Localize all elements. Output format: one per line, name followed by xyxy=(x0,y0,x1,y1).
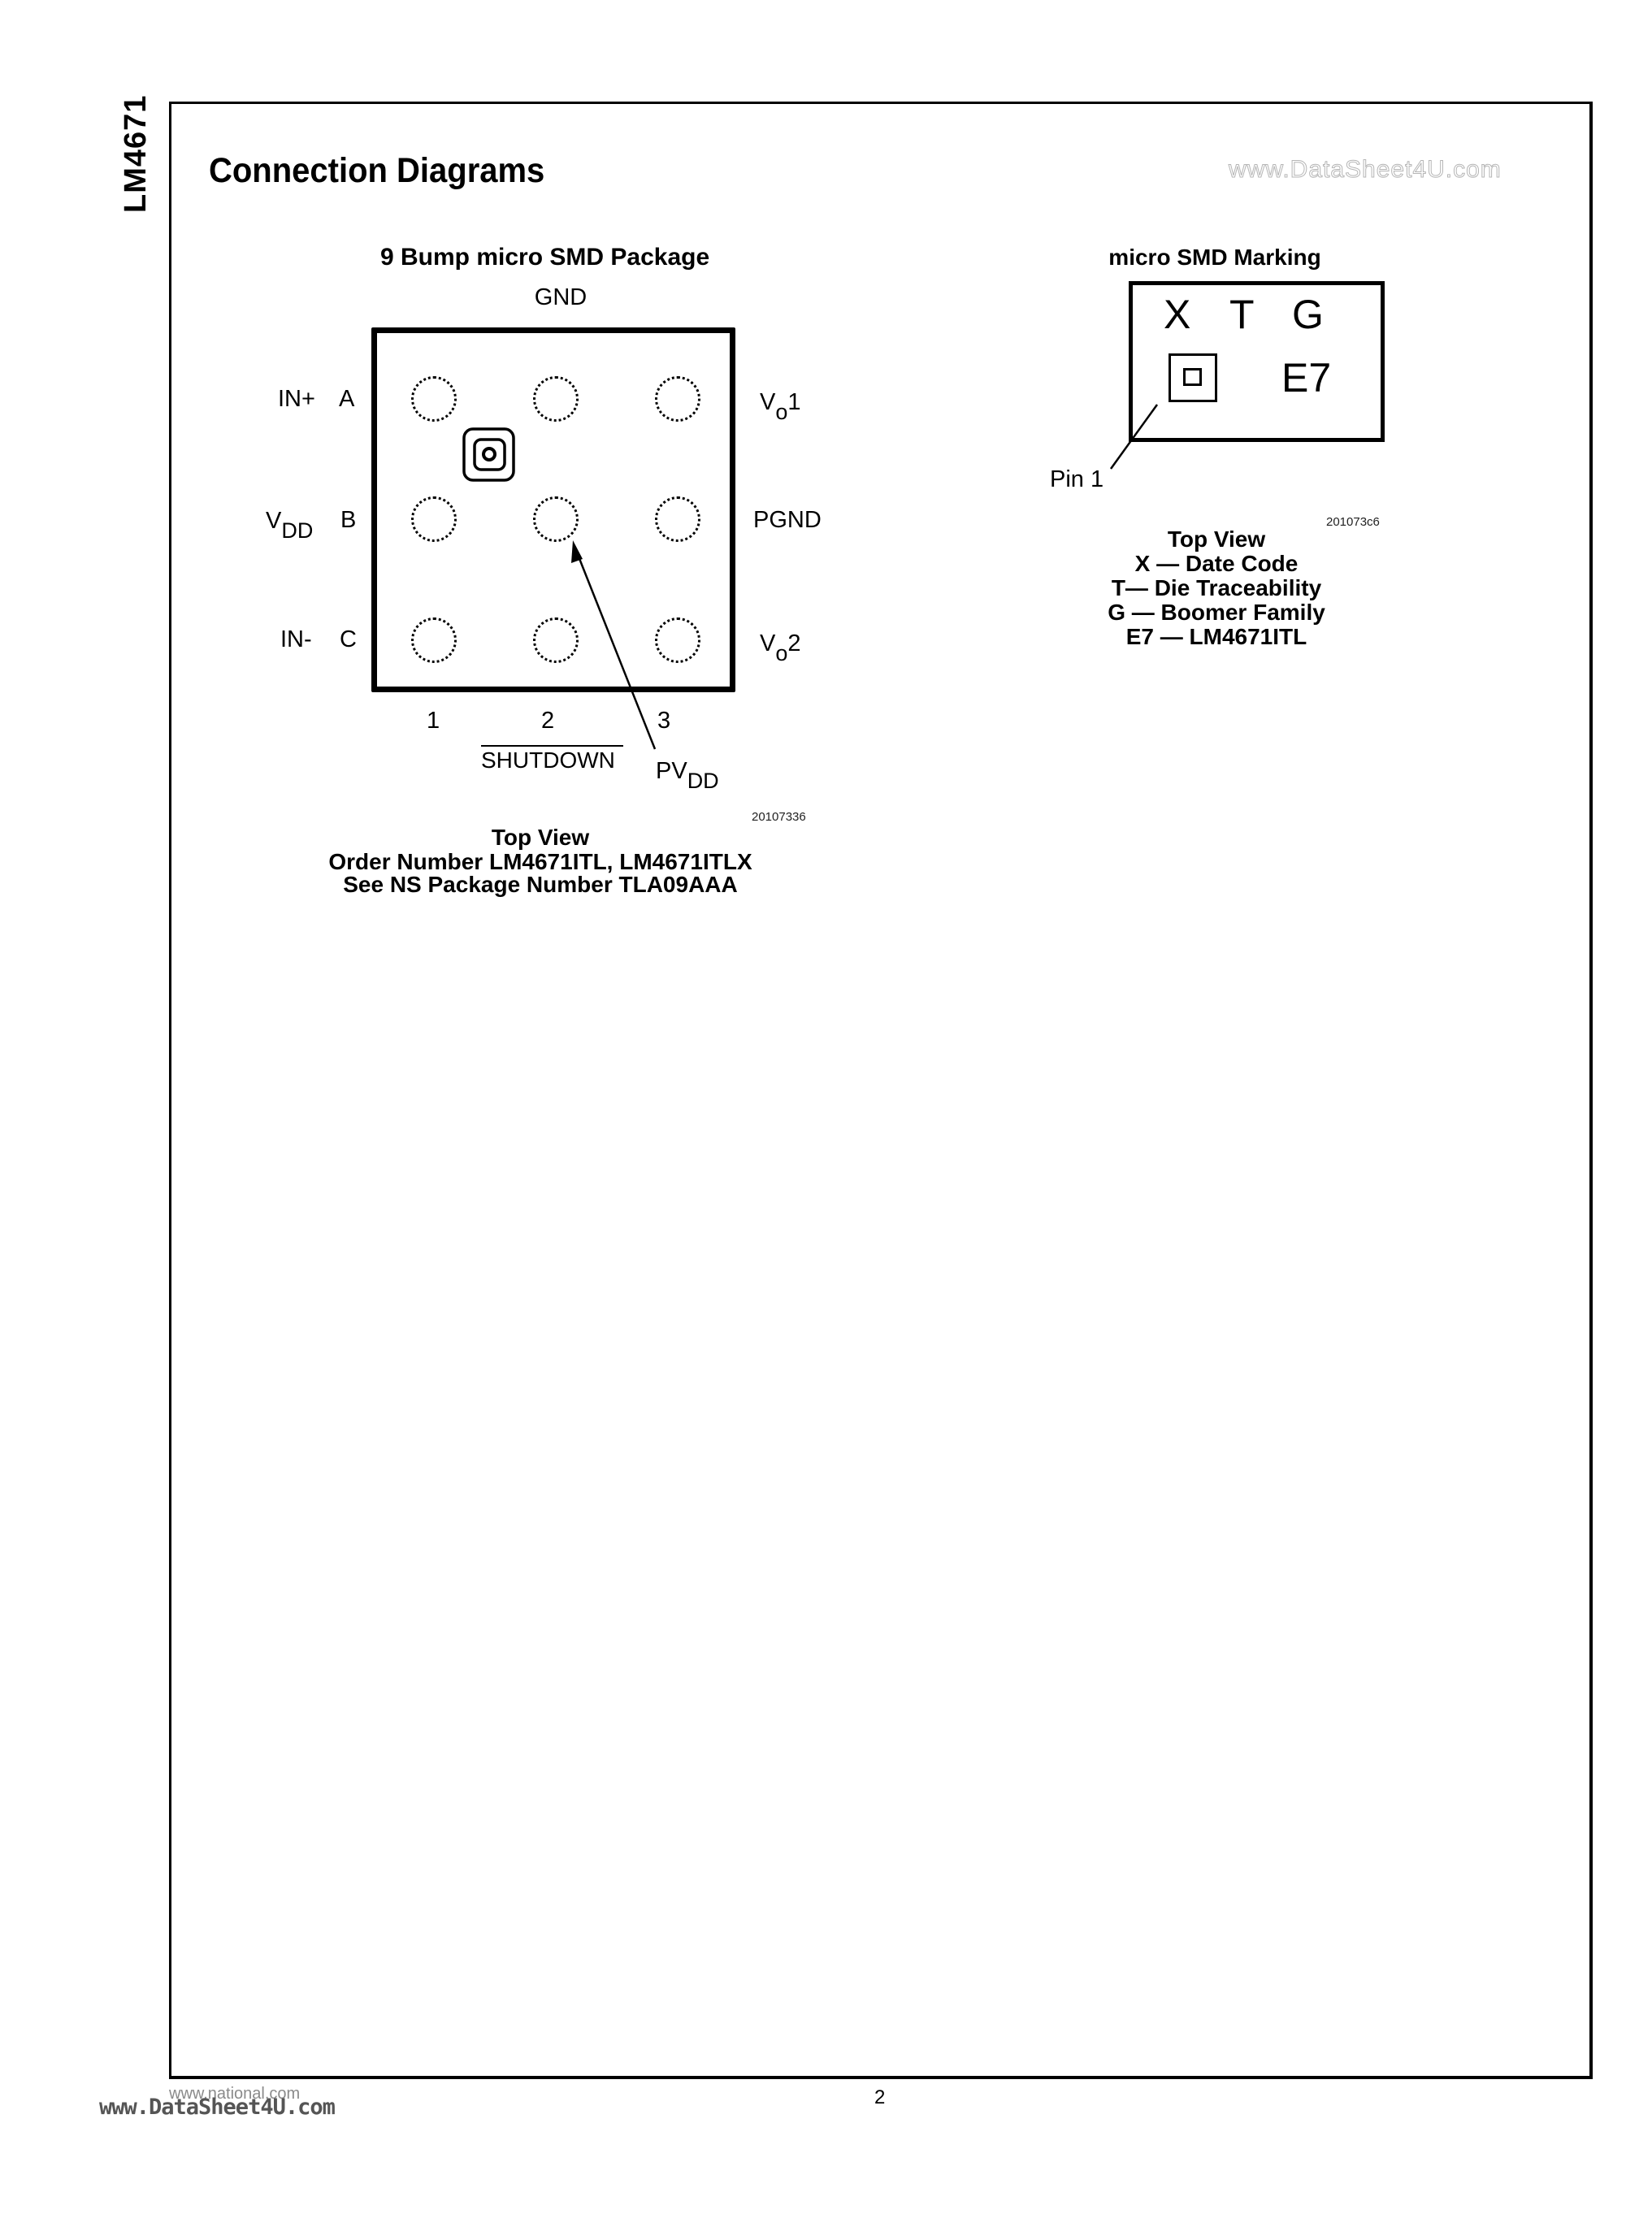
marking-char-g: G xyxy=(1292,292,1324,337)
label-in-plus: IN+ xyxy=(278,386,315,412)
bump-b3 xyxy=(655,496,700,542)
watermark-header: www.DataSheet4U.com xyxy=(1229,156,1502,184)
package-caption-ns-package: See NS Package Number TLA09AAA xyxy=(343,872,738,897)
marking-legend-part-code: E7 — LM4671ITL xyxy=(1125,624,1307,649)
marking-legend-date-code: X — Date Code xyxy=(1134,551,1299,576)
label-in-minus: IN- xyxy=(280,626,312,652)
bump-a1 xyxy=(411,376,457,422)
package-caption-top-view: Top View xyxy=(491,825,590,850)
bump-a2 xyxy=(533,376,579,422)
marking-code-e7: E7 xyxy=(1281,355,1332,401)
pin1-label: Pin 1 xyxy=(1050,466,1104,492)
page-frame xyxy=(169,102,1593,2079)
gnd-label: GND xyxy=(534,284,588,310)
pvdd-arrow-icon xyxy=(571,540,657,750)
marking-outline xyxy=(1129,281,1385,442)
pin1-inner-square-icon xyxy=(1183,368,1202,386)
column-number-2: 2 xyxy=(541,708,555,734)
label-vo1: Vo1 xyxy=(760,389,801,424)
package-outline xyxy=(371,327,735,692)
bump-c2 xyxy=(533,617,579,663)
bump-b2 xyxy=(533,496,579,542)
footer-watermark: www.DataSheet4U.com xyxy=(99,2095,336,2120)
row-letter-a: A xyxy=(339,386,355,412)
bump-a3 xyxy=(655,376,700,422)
section-heading: Connection Diagrams xyxy=(209,151,545,190)
marking-legend-boomer-family: G — Boomer Family xyxy=(1108,600,1325,625)
marking-char-t: T xyxy=(1229,292,1255,337)
row-letter-c: C xyxy=(340,626,357,652)
marking-diagram-title: micro SMD Marking xyxy=(1108,245,1321,270)
label-shutdown: SHUTDOWN xyxy=(481,747,615,773)
label-vo2: Vo2 xyxy=(760,630,801,665)
column-number-1: 1 xyxy=(427,708,440,734)
label-vdd: VDD xyxy=(266,508,314,543)
marking-char-x: X xyxy=(1164,292,1191,337)
bump-c1 xyxy=(411,617,457,663)
package-caption-order-number: Order Number LM4671ITL, LM4671ITLX xyxy=(328,849,752,874)
bump-b1 xyxy=(411,496,457,542)
pin1-marker-icon xyxy=(462,427,515,482)
marking-legend-die-traceability: T— Die Traceability xyxy=(1111,575,1322,600)
marking-legend-top-view: Top View xyxy=(1167,526,1266,552)
label-pvdd: PVDD xyxy=(656,758,719,793)
pin1-square-icon xyxy=(1169,353,1217,402)
package-diagram-title: 9 Bump micro SMD Package xyxy=(380,244,710,271)
label-pgnd: PGND xyxy=(753,507,822,533)
row-letter-b: B xyxy=(340,507,357,533)
pin1-leader-line xyxy=(1109,404,1159,470)
page-number: 2 xyxy=(874,2086,886,2108)
figure-code-package: 20107336 xyxy=(752,810,806,824)
footer-national-link[interactable]: www.national.com xyxy=(169,2085,301,2103)
bump-c3 xyxy=(655,617,700,663)
figure-code-marking: 201073c6 xyxy=(1326,515,1380,529)
column-number-3: 3 xyxy=(657,708,671,734)
